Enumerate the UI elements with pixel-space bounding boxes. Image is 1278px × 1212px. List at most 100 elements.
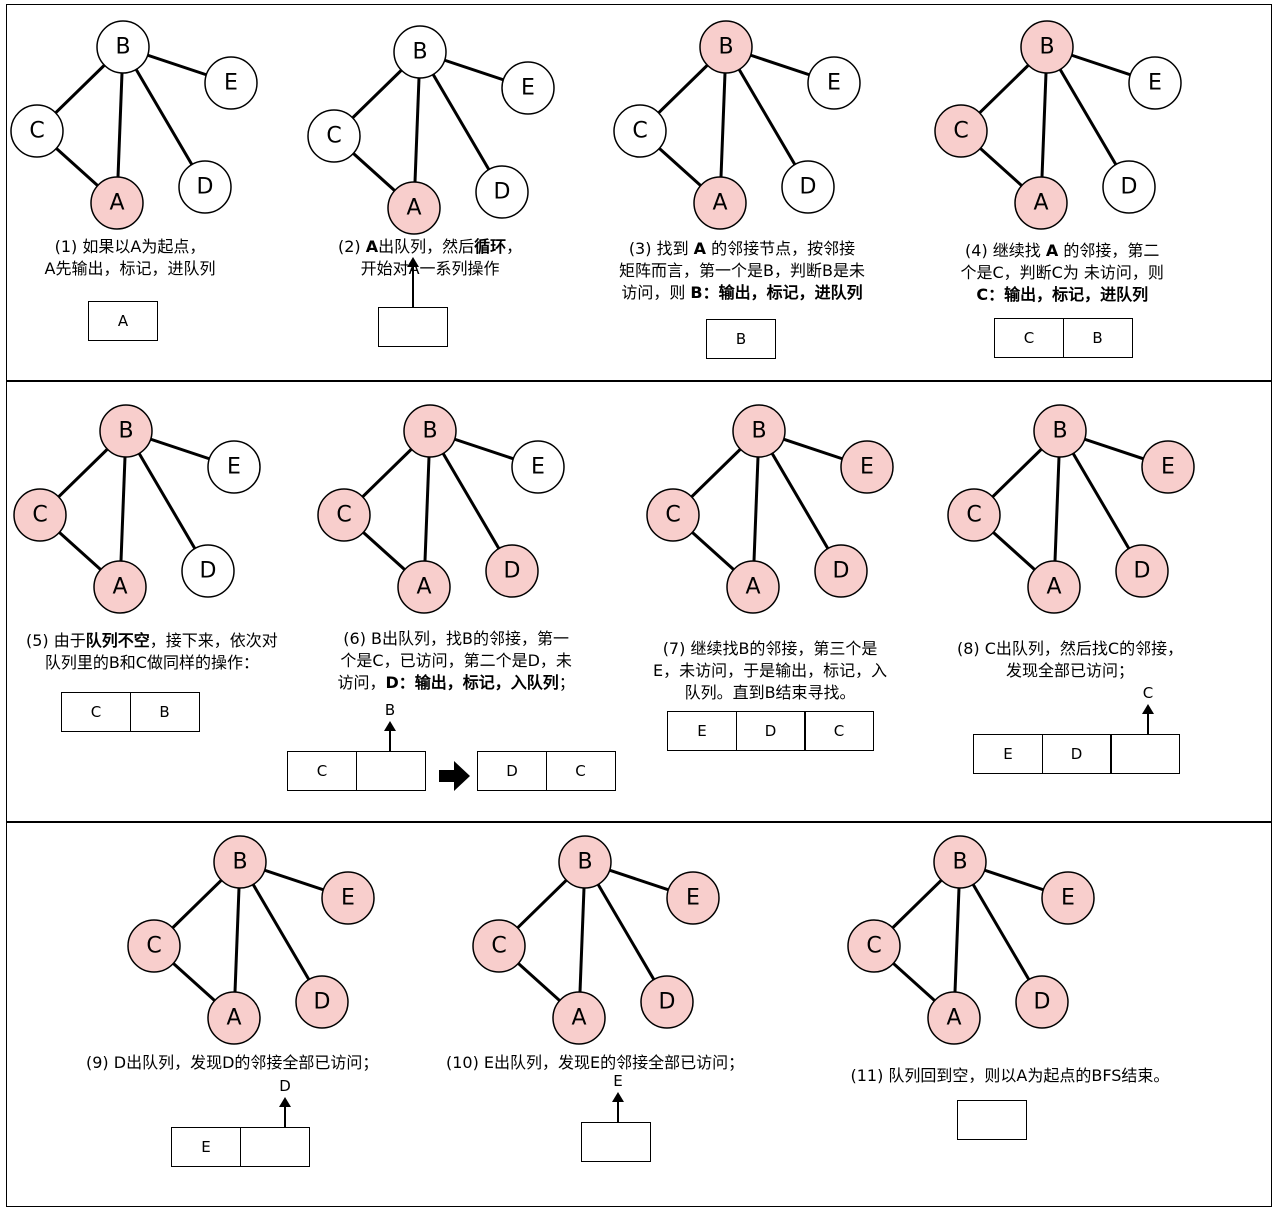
node-E: E: [840, 440, 894, 494]
node-circle-B: [699, 20, 753, 74]
caption-segment: D：输出，标记，入队列: [385, 673, 559, 692]
caption-line: (2) A出队列，然后循环，: [338, 236, 522, 258]
node-label-A: A: [112, 575, 127, 600]
node-E: E: [807, 56, 861, 110]
row-2-frame: [6, 380, 1272, 823]
node-label-D: D: [1034, 990, 1051, 1015]
caption-segment: E，未访问，于是输出，标记，入: [653, 661, 888, 680]
node-circle-E: [1141, 440, 1195, 494]
node-B: B: [403, 404, 457, 458]
node-C: C: [947, 488, 1001, 542]
node-circle-D: [640, 975, 694, 1029]
queue-cell: E: [171, 1127, 241, 1167]
node-C: C: [317, 488, 371, 542]
caption-segment: A: [1045, 241, 1059, 260]
node-A: A: [693, 176, 747, 230]
node-label-E: E: [1161, 455, 1175, 480]
caption-line: 发现全部已访问；: [957, 660, 1183, 682]
node-label-E: E: [1148, 71, 1162, 96]
node-circle-B: [403, 404, 457, 458]
queue-step-3: B: [706, 319, 776, 359]
caption-line: (7) 继续找B的邻接，第三个是: [653, 638, 887, 660]
queue-cell: [581, 1122, 651, 1162]
node-label-A: A: [406, 196, 421, 221]
node-B: B: [933, 835, 987, 889]
node-label-D: D: [659, 990, 676, 1015]
node-A: A: [90, 176, 144, 230]
edge-B-D: [958, 861, 1044, 1003]
caption-line: 个是C，已访问，第二个是D，未: [338, 650, 575, 672]
node-E: E: [511, 440, 565, 494]
node-E: E: [207, 440, 261, 494]
node-circle-E: [511, 440, 565, 494]
queue-cell: C: [61, 692, 131, 732]
node-B: B: [558, 835, 612, 889]
node-circle-B: [732, 404, 786, 458]
node-circle-C: [13, 488, 67, 542]
queue-step-2: [378, 307, 448, 347]
caption-line: (6) B出队列，找B的邻接，第一: [338, 628, 575, 650]
caption-line: 访问，D：输出，标记，入队列；: [338, 672, 575, 694]
caption-step-2: (2) A出队列，然后循环，开始对A一系列操作: [338, 236, 522, 280]
node-label-C: C: [966, 503, 981, 528]
node-label-D: D: [197, 175, 214, 200]
node-label-B: B: [422, 419, 437, 444]
caption-segment: (3) 找到: [628, 239, 694, 258]
node-E: E: [1141, 440, 1195, 494]
node-circle-D: [814, 544, 868, 598]
node-circle-A: [927, 991, 981, 1045]
dequeued-label: D: [279, 1077, 291, 1095]
node-circle-A: [693, 176, 747, 230]
node-circle-A: [93, 560, 147, 614]
node-label-E: E: [224, 71, 238, 96]
node-circle-A: [726, 560, 780, 614]
node-A: A: [387, 181, 441, 235]
node-A: A: [397, 560, 451, 614]
node-label-B: B: [751, 419, 766, 444]
caption-line: (4) 继续找 A 的邻接，第二: [961, 240, 1164, 262]
node-circle-C: [646, 488, 700, 542]
node-B: B: [1020, 20, 1074, 74]
node-D: D: [814, 544, 868, 598]
node-label-C: C: [665, 503, 680, 528]
node-label-A: A: [946, 1006, 961, 1031]
node-label-C: C: [326, 124, 341, 149]
node-label-B: B: [1052, 419, 1067, 444]
caption-segment: 队列。直到B结束寻找。: [684, 683, 856, 702]
queue-step-1: A: [88, 301, 158, 341]
node-circle-A: [552, 991, 606, 1045]
edge-B-D: [1058, 430, 1144, 572]
node-B: B: [213, 835, 267, 889]
node-label-D: D: [833, 559, 850, 584]
node-C: C: [13, 488, 67, 542]
edge-B-D: [1045, 46, 1131, 188]
node-label-E: E: [227, 455, 241, 480]
queue-step-9: E: [171, 1127, 310, 1167]
node-label-E: E: [686, 886, 700, 911]
node-circle-D: [178, 160, 232, 214]
node-label-A: A: [571, 1006, 586, 1031]
node-label-A: A: [109, 191, 124, 216]
queue-cell: B: [1062, 318, 1133, 358]
queue-cell: C: [994, 318, 1064, 358]
node-circle-B: [558, 835, 612, 889]
caption-segment: A先输出，标记，进队列: [44, 259, 216, 278]
caption-step-11: (11) 队列回到空，则以A为起点的BFS结束。: [851, 1065, 1170, 1087]
caption-segment: 队列里的B和C做同样的操作：: [44, 653, 259, 672]
caption-segment: 的邻接节点，按邻接: [706, 239, 856, 258]
node-circle-E: [807, 56, 861, 110]
node-label-E: E: [827, 71, 841, 96]
node-circle-A: [207, 991, 261, 1045]
node-circle-B: [1033, 404, 1087, 458]
node-label-C: C: [866, 934, 881, 959]
node-D: D: [640, 975, 694, 1029]
caption-step-5: (5) 由于队列不空，接下来，依次对队列里的B和C做同样的操作：: [26, 630, 278, 674]
caption-segment: (4) 继续找: [965, 241, 1046, 260]
